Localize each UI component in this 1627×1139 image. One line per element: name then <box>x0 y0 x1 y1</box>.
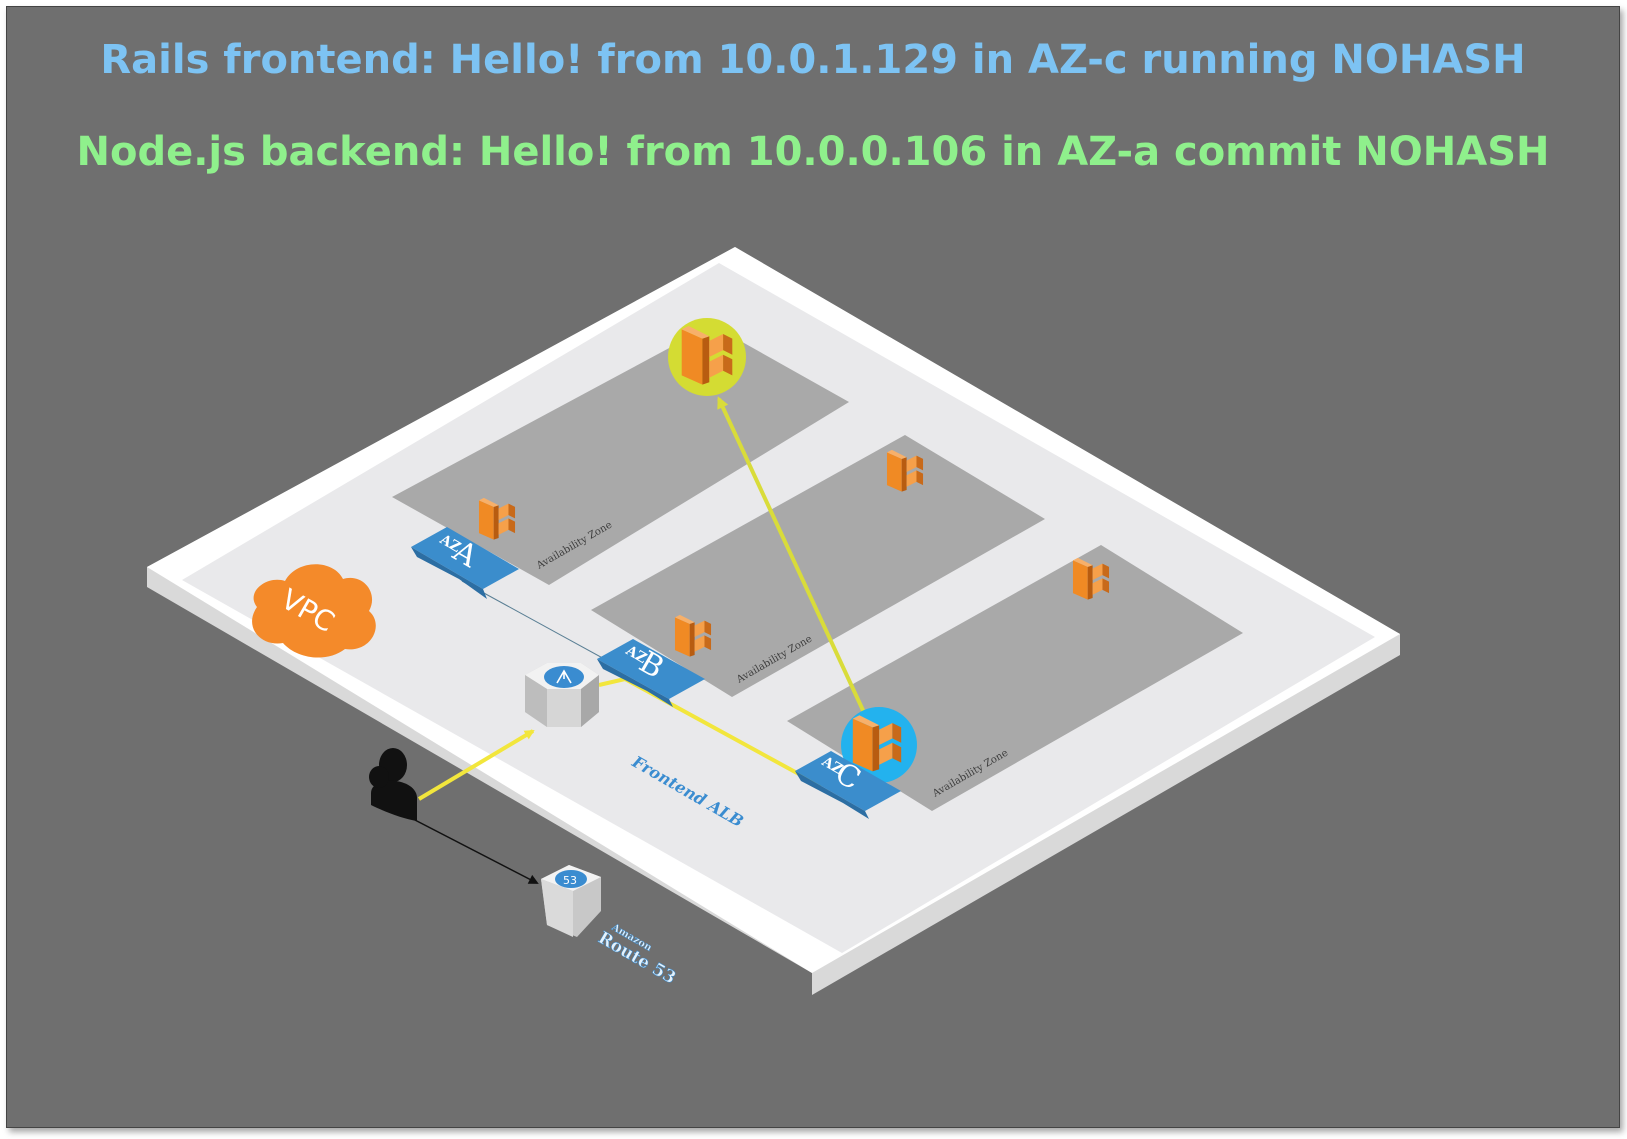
route53-badge: 53 <box>563 874 577 887</box>
backend-request-arrow <box>717 396 869 720</box>
frontend-status-text: Rails frontend: Hello! from 10.0.1.129 i… <box>100 37 1526 83</box>
load-balancer-icon[interactable] <box>525 663 599 727</box>
az-c-badge[interactable]: AZ C <box>795 751 901 819</box>
ecs-container-icon-az-a-backend[interactable] <box>668 318 746 396</box>
user-to-alb-arrow <box>417 729 535 801</box>
az-a-badge[interactable]: AZ A <box>411 527 519 599</box>
backend-status-text: Node.js backend: Hello! from 10.0.0.106 … <box>76 129 1550 175</box>
diagram-canvas: Availability Zone Availability Zone Avai… <box>6 6 1620 1128</box>
architecture-diagram: Availability Zone Availability Zone Avai… <box>147 247 1400 995</box>
vpc-cloud-icon: VPC <box>252 564 376 658</box>
user-icon[interactable] <box>369 748 417 821</box>
user-to-route53-arrow <box>412 818 539 884</box>
az-b-badge[interactable]: AZ B <box>597 639 705 707</box>
az-link-line <box>461 580 620 668</box>
ecs-container-icon-az-c-frontend[interactable] <box>841 707 917 783</box>
